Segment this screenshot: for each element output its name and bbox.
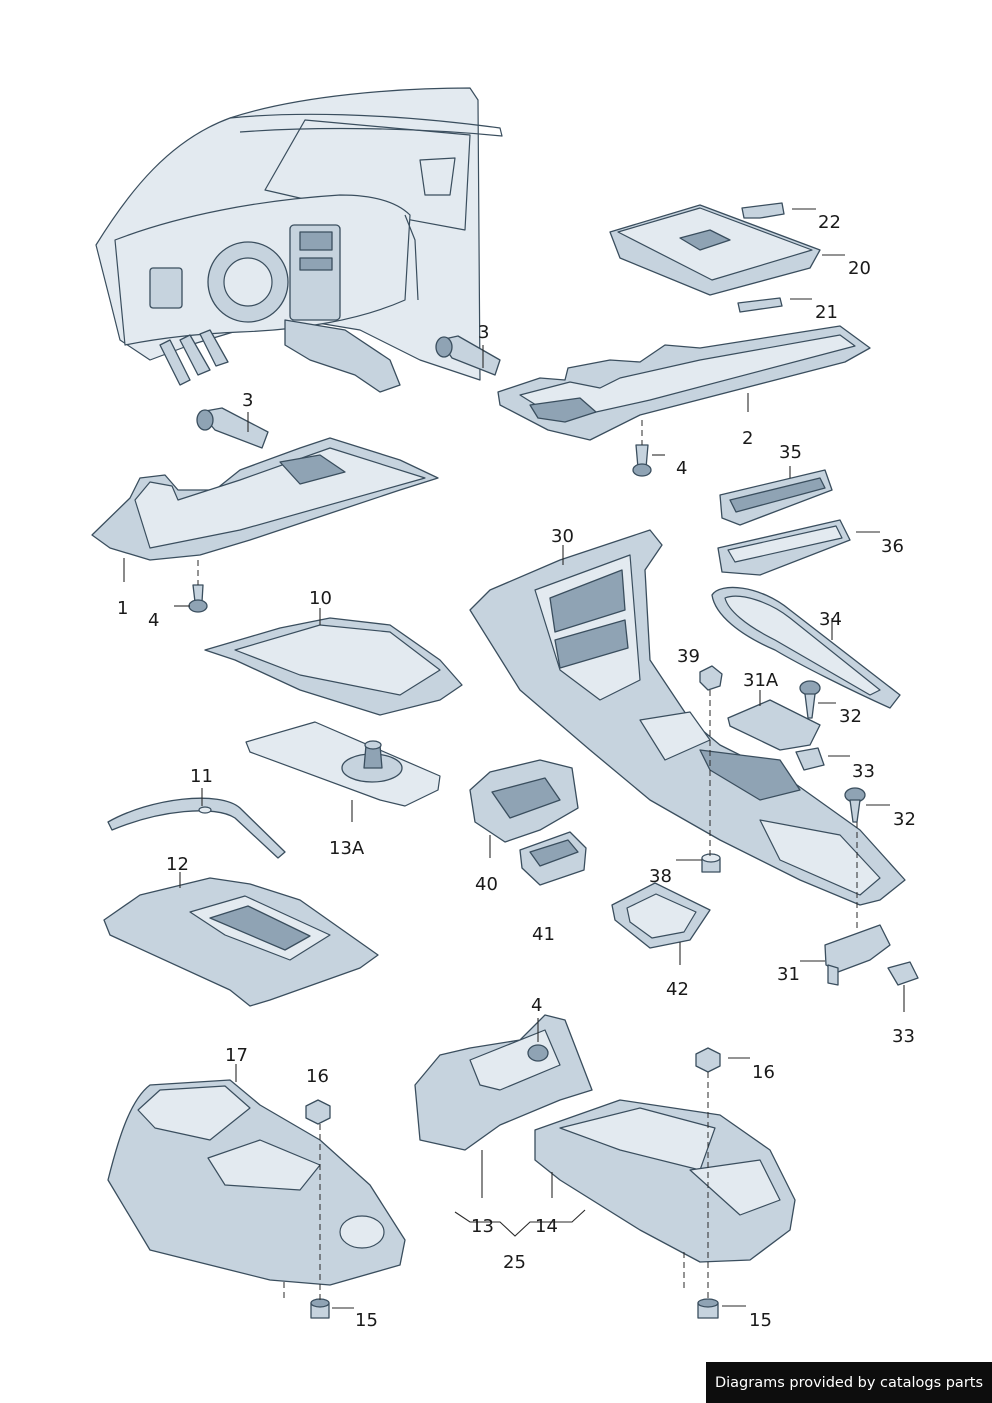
dashboard-overview-illustration [95,87,503,393]
part-31-bracket [824,924,891,986]
part-13-console-section [414,1014,593,1151]
part-35-insert [719,469,833,526]
callout-15-left: 15 [355,1310,378,1331]
callout-4-rear: 4 [531,995,542,1016]
callout-10: 10 [309,588,332,609]
part-16-nut-right [695,1047,721,1073]
part-20-storage-tray [609,204,821,296]
part-39-nut [699,665,723,691]
part-4-screw-upper [632,444,652,477]
part-15-bushing-right [697,1298,719,1319]
callout-36: 36 [881,536,904,557]
callout-40: 40 [475,874,498,895]
callout-31a: 31A [743,670,779,691]
callout-33-upper: 33 [852,761,875,782]
callout-20: 20 [848,258,871,279]
part-12-bezel [103,877,379,1007]
callout-11: 11 [190,766,213,787]
callout-13a: 13A [329,838,365,859]
part-34-armrest-lid [711,586,901,709]
callout-38: 38 [649,866,672,887]
callout-3-lower: 3 [242,390,253,411]
callout-1: 1 [117,598,128,619]
callout-34: 34 [819,609,842,630]
part-32-screw-lower [844,787,866,823]
part-22-clip [741,202,785,219]
callout-16-right: 16 [752,1062,775,1083]
callout-32-lower: 32 [893,809,916,830]
part-30-center-console [469,529,906,906]
part-3-connector-upper [435,335,501,376]
callout-4-lower-left: 4 [148,610,159,631]
callout-30: 30 [551,526,574,547]
callout-31: 31 [777,964,800,985]
part-14-console-section [534,1099,796,1263]
part-1-lower-panel [91,437,439,561]
callout-2: 2 [742,428,753,449]
callout-14: 14 [535,1216,558,1237]
part-36-insert [717,519,851,576]
callout-25: 25 [503,1252,526,1273]
callout-22: 22 [818,212,841,233]
part-41-cup [519,831,587,886]
part-3-connector-lower [196,407,269,449]
callout-35: 35 [779,442,802,463]
part-31a-bracket [727,699,821,751]
part-4-screw-lower-left [188,584,208,613]
part-15-bushing-left [310,1298,330,1319]
callout-32-upper: 32 [839,706,862,727]
part-11-strip [107,797,286,859]
callout-42: 42 [666,979,689,1000]
credit-banner: Diagrams provided by catalogs parts [706,1362,992,1403]
part-42-frame [611,882,711,949]
leader-lines [123,208,905,1309]
callout-12: 12 [166,854,189,875]
part-10-cover [204,617,463,716]
callout-41: 41 [532,924,555,945]
part-38-bushing [701,853,721,873]
callout-labels: 22 20 21 3 2 4 3 1 4 10 13A 11 12 30 35 … [117,212,916,1331]
part-33-clip-lower [887,961,919,986]
part-17-rear-console [107,1079,406,1286]
part-33-clip-upper [795,747,825,771]
callout-39: 39 [677,646,700,667]
part-13a-plate [245,721,441,807]
callout-16-left: 16 [306,1066,329,1087]
callout-4-upper: 4 [676,458,687,479]
callout-33-lower: 33 [892,1026,915,1047]
part-2-upper-panel [497,325,871,441]
callout-13: 13 [471,1216,494,1237]
callout-3-upper: 3 [478,322,489,343]
part-21-clip [737,297,783,313]
part-32-screw-upper [799,680,821,719]
part-40-holder [469,759,579,843]
callout-15-right: 15 [749,1310,772,1331]
callout-21: 21 [815,302,838,323]
part-16-nut-left [305,1099,331,1125]
callout-17: 17 [225,1045,248,1066]
